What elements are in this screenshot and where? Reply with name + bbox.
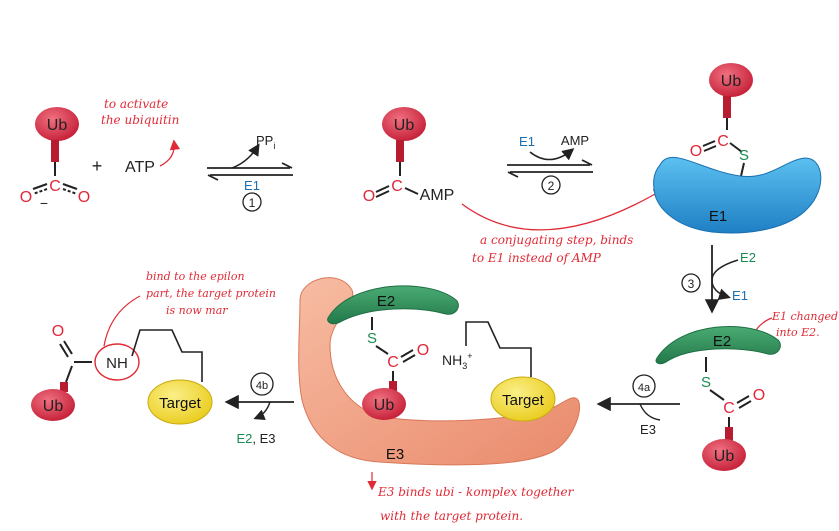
step-2-badge (541, 175, 561, 195)
oxygen-1a: O (20, 189, 32, 206)
target-protein-middle (490, 376, 556, 422)
step-4b-enzymes: E2, E3 (236, 431, 275, 446)
annotation-epsilon: bind to the epilon part, the target prot… (103, 270, 276, 347)
annotation-epsilon-line1: bind to the epilon (146, 270, 245, 283)
step-3-reaction: E2 E1 3 (681, 245, 756, 314)
ubiquitinated-target: O Ub NH Target (31, 323, 213, 425)
step-4a-badge (632, 374, 656, 398)
annotation-conjugating-line1: a conjugating step, binds (480, 233, 633, 247)
amp-label: AMP (420, 187, 455, 204)
annotation-e3-line2: with the target protein. (380, 509, 523, 523)
oxygen-1b: O (78, 189, 90, 206)
target-protein-left (147, 379, 213, 425)
step-4a-enzyme-e3: E3 (640, 422, 656, 437)
e2-label-middle: E2 (377, 293, 395, 310)
target-label-middle: Target (502, 392, 545, 409)
annotation-activate: to activate the ubiquitin (101, 97, 181, 167)
amide-nh: NH (106, 355, 128, 372)
carbon-5: C (387, 354, 399, 371)
step-4b-reaction: 4b E2, E3 (224, 372, 294, 446)
annotation-e1-changed: E1 changed into E2. (751, 310, 838, 339)
step-3-number: 3 (688, 277, 695, 291)
annotation-e3-line1: E3 binds ubi - komplex together (377, 485, 575, 499)
ubiquitin-3-label: Ub (721, 73, 742, 90)
amine-group: NH3+ (442, 351, 473, 371)
negative-charge: − (40, 195, 48, 211)
sulfur-e2-middle: S (367, 330, 377, 347)
target-label-left: Target (159, 395, 202, 412)
ubiquitin-2 (382, 107, 426, 141)
carbon-2: C (391, 178, 403, 195)
step-2-number: 2 (548, 179, 555, 193)
annotation-e1-changed-line1: E1 changed (771, 310, 838, 323)
annotation-conjugating: a conjugating step, binds to E1 instead … (461, 188, 665, 265)
annotation-e1-changed-line2: into E2. (776, 326, 820, 339)
step-4a-number: 4a (638, 382, 651, 394)
oxygen-5: O (417, 342, 429, 359)
e1-thioester-complex: Ub C O S E1 (653, 63, 822, 234)
annotation-activate-line1: to activate (104, 97, 168, 111)
step-1-reaction: PPi E1 1 (207, 133, 293, 212)
plus-sign: + (92, 156, 103, 176)
sulfur-e1: S (739, 147, 749, 164)
ubiquitin-6 (31, 389, 75, 421)
step-2-amp: AMP (561, 133, 589, 148)
annotation-epsilon-line2: part, the target protein (146, 287, 276, 300)
ubiquitin-1 (35, 107, 79, 141)
annotation-activate-line2: the ubiquitin (101, 113, 179, 127)
e1-enzyme (653, 156, 822, 234)
step-2-reaction: E1 AMP 2 (507, 133, 593, 195)
e2-label-right: E2 (713, 333, 731, 350)
sulfur-e2-right: S (701, 374, 711, 391)
step-1-number: 1 (249, 196, 256, 210)
oxygen-4: O (753, 387, 765, 404)
step-4b-badge (250, 372, 274, 396)
step-1-enzyme-e1: E1 (244, 178, 260, 193)
ubiquitin-carboxylate: Ub C O O − (20, 107, 90, 211)
carbon-1: C (49, 178, 61, 195)
carbon-3: C (717, 133, 729, 150)
oxygen-6: O (52, 323, 64, 340)
amide-highlight-circle (94, 343, 140, 381)
atp-label: ATP (125, 159, 155, 176)
annotation-epsilon-line3: is now mar (166, 304, 228, 317)
ppi-label: PPi (256, 133, 275, 151)
e2-enzyme-right (655, 325, 781, 365)
ubiquitin-1-stem (51, 140, 59, 162)
step-3-badge (681, 273, 701, 293)
ubiquitin-4 (702, 439, 746, 471)
e3-label: E3 (386, 446, 404, 463)
e2-thioester-complex: E2 S C O Ub (655, 325, 781, 471)
annotation-e3-binds: E3 binds ubi - komplex together with the… (367, 472, 575, 523)
step-4b-number: 4b (256, 380, 268, 392)
ubiquitin-6-label: Ub (43, 398, 64, 415)
step-4a-reaction: 4a E3 (596, 374, 680, 437)
step-2-enzyme-e1: E1 (519, 134, 535, 149)
ubiquitin-5 (362, 388, 406, 420)
oxygen-3: O (690, 143, 702, 160)
ubiquitin-3 (709, 63, 753, 97)
step-1-badge (242, 192, 262, 212)
e1-label: E1 (709, 208, 727, 225)
annotation-conjugating-line2: to E1 instead of AMP (472, 251, 602, 265)
ubiquitin-2-label: Ub (394, 117, 415, 134)
e3-ligase-complex: E3 E2 S C O Ub Target NH3+ (298, 277, 580, 466)
e2-enzyme-middle (327, 285, 459, 325)
ubiquitin-1-label: Ub (47, 117, 68, 134)
ubiquitin-4-label: Ub (714, 448, 735, 465)
step-3-enzyme-e1: E1 (732, 288, 748, 303)
step-3-enzyme-e2: E2 (740, 250, 756, 265)
ubiquitin-adenylate: Ub C O AMP (363, 107, 455, 205)
oxygen-2: O (363, 188, 375, 205)
carbon-4: C (723, 400, 735, 417)
ubiquitin-5-label: Ub (374, 397, 395, 414)
